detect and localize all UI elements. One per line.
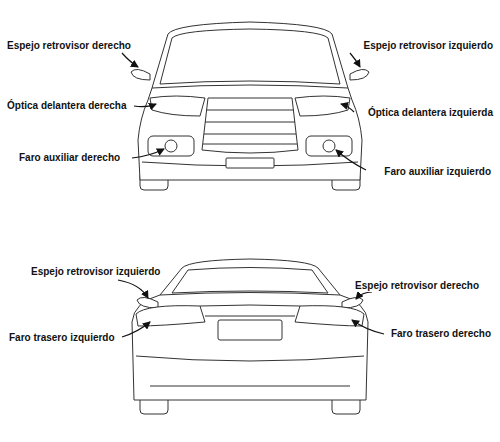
leader-arrow [356,292,372,299]
leader-arrow [350,53,360,67]
rear-window [172,268,328,294]
grille [202,98,298,153]
tail-light [136,306,205,326]
leader-arrow [122,53,138,67]
leader-arrow [341,104,354,112]
leader-arrow [132,149,164,158]
leader-arrow [122,322,150,337]
license-plate [218,320,282,340]
part-label: Faro auxiliar derecho [18,152,121,164]
fog-light [323,140,335,152]
bumper-line [136,356,364,361]
part-label: Faro auxiliar izquierdo [383,166,492,178]
mirror [342,297,363,308]
car-rear-view [132,259,368,414]
part-label: Espejo retrovisor izquierdo [363,40,494,52]
headlight [295,96,350,116]
rear-body [132,259,368,400]
mirror [350,69,369,80]
leader-arrows [118,53,384,337]
front-body [138,22,362,180]
car-front-view [131,22,369,190]
bumper-bottom [150,386,350,387]
leader-arrow [352,320,384,334]
part-label: Óptica delantera derecha [6,100,128,112]
leader-arrow [336,150,366,170]
part-label: Óptica delantera izquierda [367,107,494,119]
part-label: Faro trasero derecho [390,328,492,340]
license-plate [226,158,274,168]
fog-light [165,140,177,152]
leader-arrow [134,104,156,107]
air-intake [306,136,352,156]
headlight [150,96,205,116]
hood-line [152,85,348,88]
mirror [137,297,158,308]
mirror [131,69,150,80]
part-label: Faro trasero izquierdo [8,332,116,344]
grille-bars [203,110,297,144]
trunk-trim [200,305,300,316]
part-label: Espejo retrovisor derecho [354,280,480,292]
part-label: Espejo retrovisor derecho [6,40,132,52]
part-label: Espejo retrovisor izquierdo [30,266,161,278]
windshield [160,29,340,84]
tail-light [295,306,364,326]
trunk-line [160,293,340,296]
leader-arrow [118,280,148,298]
